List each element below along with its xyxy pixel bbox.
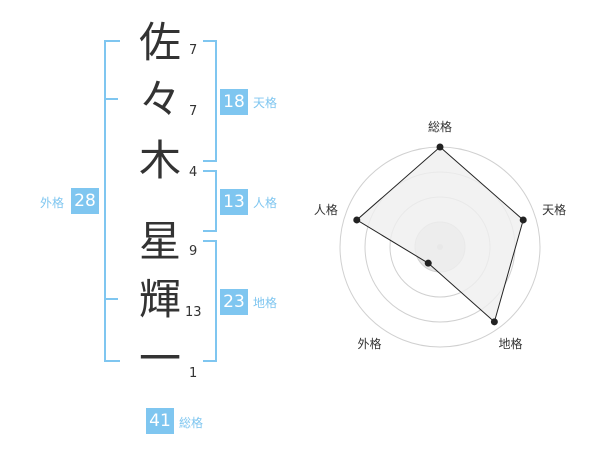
gaikaku-tick-1 (104, 98, 118, 100)
radar-point-4 (424, 259, 432, 267)
stroke-count-2: 7 (189, 104, 198, 119)
radar-axis-label-1: 総格 (428, 119, 452, 134)
soukaku-badge: 41 (146, 408, 174, 434)
tenkaku-bracket (203, 40, 217, 162)
soukaku-label: 総格 (179, 416, 204, 430)
radar-point-2 (519, 216, 527, 224)
radar-axis-label-2: 天格 (542, 202, 566, 217)
stroke-count-4: 9 (189, 244, 198, 259)
jinkaku-bracket (203, 170, 217, 232)
gaikaku-bracket (104, 40, 120, 362)
chikaku-badge: 23 (220, 289, 248, 315)
radar-axis-label-3: 地格 (499, 336, 523, 351)
radar-series-area (355, 146, 524, 323)
stroke-count-6: 1 (189, 366, 198, 381)
gaikaku-label: 外格 (40, 196, 65, 210)
tenkaku-badge: 18 (220, 89, 248, 115)
chikaku-bracket (203, 240, 217, 362)
stroke-count-1: 7 (189, 43, 198, 58)
name-char-4: 星 (138, 217, 181, 266)
name-char-3: 木 (138, 136, 181, 185)
radar-center (437, 244, 443, 250)
radar-grid-circle (364, 171, 516, 323)
radar-point-3 (490, 318, 498, 326)
gaikaku-tick-2 (104, 298, 118, 300)
name-char-6: 一 (138, 334, 181, 383)
chikaku-label: 地格 (253, 296, 278, 310)
radar-axis-label-4: 外格 (357, 336, 381, 351)
name-char-5: 輝 (138, 275, 181, 324)
jinkaku-badge: 13 (220, 189, 248, 215)
stroke-count-3: 4 (189, 165, 198, 180)
radar-point-1 (436, 143, 444, 151)
radar-point-5 (353, 216, 361, 224)
name-char-2: 々 (138, 75, 181, 124)
stroke-count-5: 13 (185, 305, 202, 320)
name-char-1: 佐 (138, 18, 181, 67)
jinkaku-label: 人格 (253, 196, 278, 210)
radar-grid-circle (339, 146, 541, 348)
gaikaku-badge: 28 (71, 188, 99, 214)
tenkaku-label: 天格 (253, 96, 278, 110)
radar-grid-circle (389, 196, 491, 298)
radar-axis-label-5: 人格 (314, 202, 338, 217)
radar-grid-circle (414, 221, 466, 273)
